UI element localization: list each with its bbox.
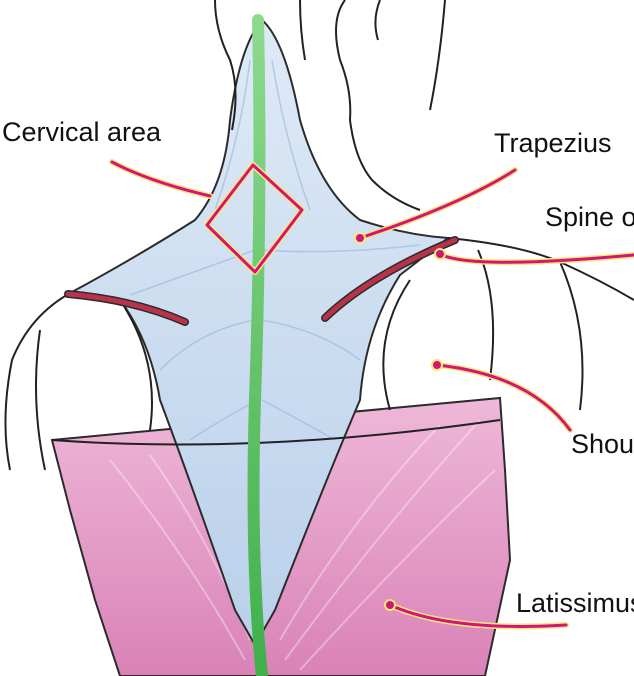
trapezius-fibers bbox=[129, 59, 421, 441]
latissimus-label-clip: Latissimus dorsi bbox=[516, 590, 634, 624]
cervical-leader bbox=[110, 160, 212, 198]
latissimus-dot bbox=[384, 599, 396, 611]
spine-of-scapula-label: Spine of scapula bbox=[545, 204, 634, 232]
leader-lines bbox=[110, 160, 634, 628]
trapezius-label: Trapezius bbox=[494, 128, 612, 158]
leader-dots bbox=[354, 232, 446, 611]
latissimus-leader bbox=[388, 603, 568, 628]
cervical-area-label: Cervical area bbox=[2, 117, 162, 147]
trapezius-dot bbox=[354, 232, 366, 244]
shoulder-label-clip: Shoulder bbox=[571, 431, 634, 465]
shoulder-label: Shoulder bbox=[571, 431, 634, 459]
shoulder-leader bbox=[435, 363, 572, 432]
scapula-spine-left-fill bbox=[65, 291, 188, 325]
spine-of-scapula-label-clip: Spine of scapula bbox=[545, 204, 634, 238]
trapezius-leader bbox=[358, 168, 517, 240]
scapula-spine-right-fill bbox=[322, 237, 458, 321]
latissimus-dorsi-label: Latissimus dorsi bbox=[516, 590, 634, 618]
spine-line bbox=[247, 14, 268, 676]
spine-of-scapula-dot bbox=[434, 248, 446, 260]
shoulder-dot bbox=[431, 359, 443, 371]
spine-of-scapula-leader bbox=[438, 252, 634, 264]
